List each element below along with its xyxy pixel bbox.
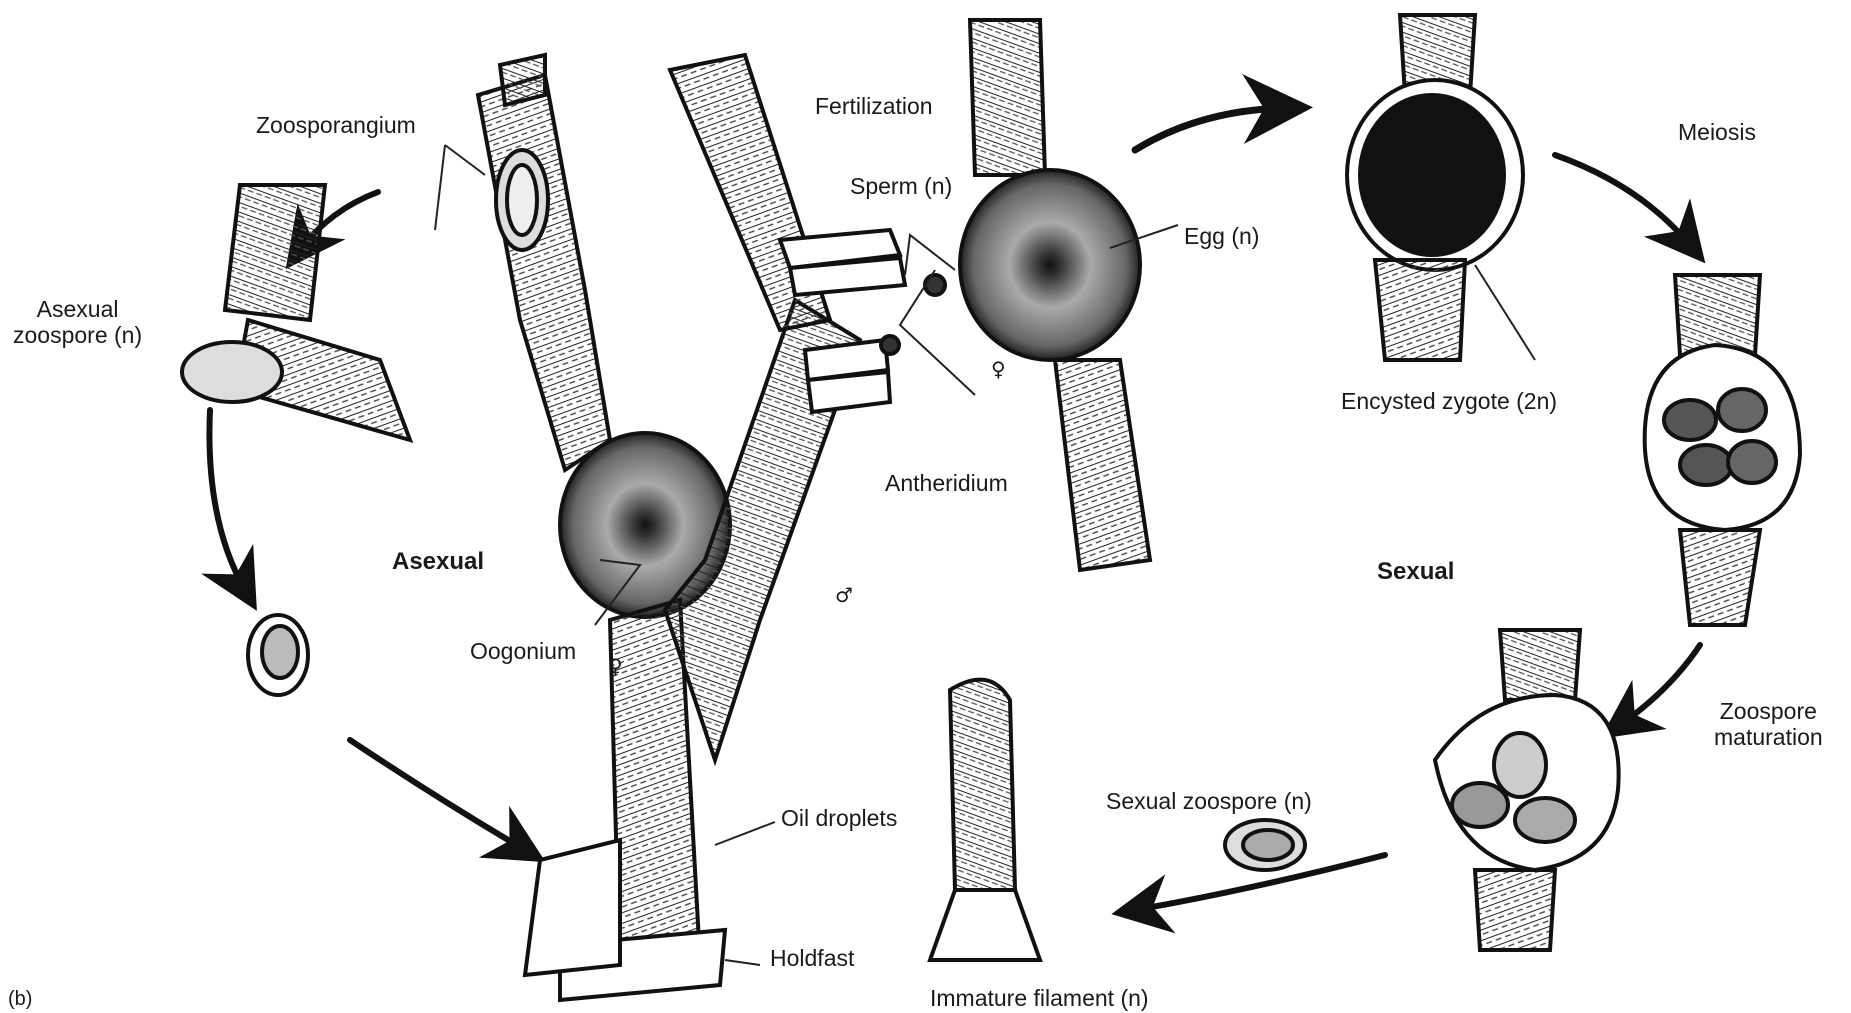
label-encysted-zygote: Encysted zygote (2n) [1341,388,1557,414]
zygote-stage [1347,15,1523,360]
label-egg: Egg (n) [1184,223,1259,249]
label-zoospore-maturation: Zoospore maturation [1714,698,1823,751]
label-meiosis: Meiosis [1678,119,1756,145]
label-sperm: Sperm (n) [850,173,952,199]
immature-filament-cell [930,680,1040,960]
label-asexual-phase: Asexual [392,548,484,576]
asexual-release-stage [182,185,410,695]
label-sexual-phase: Sexual [1377,558,1454,586]
label-oogonium: Oogonium [470,638,576,664]
label-oil-droplets: Oil droplets [781,805,897,831]
egg-female-symbol: ♀ [991,358,1006,381]
meiosis-stage [1645,275,1800,625]
arrow-maturation [1620,645,1700,725]
oogonium-female-symbol: ♀ [608,655,623,678]
label-asexual-zoospore: Asexual zoospore (n) [13,296,142,349]
label-sexual-zoospore: Sexual zoospore (n) [1106,788,1312,814]
label-immature-filament: Immature filament (n) [930,985,1149,1011]
arrow-meiosis [1555,155,1690,245]
asexual-branch-filament [478,55,610,470]
label-fertilization: Fertilization [815,93,933,119]
arrow-zoospore-to-holdfast [350,740,525,850]
arrow-zoospore-down [209,410,245,590]
label-holdfast: Holdfast [770,945,854,971]
label-zoosporangium: Zoosporangium [256,112,416,138]
antheridium-male-symbol: ♂ [835,584,853,607]
label-antheridium: Antheridium [885,470,1008,496]
zoospore-maturation-stage [1435,630,1619,950]
sexual-zoospore-cell [1225,820,1305,870]
arrow-fertilization-to-zygote [1135,108,1285,150]
